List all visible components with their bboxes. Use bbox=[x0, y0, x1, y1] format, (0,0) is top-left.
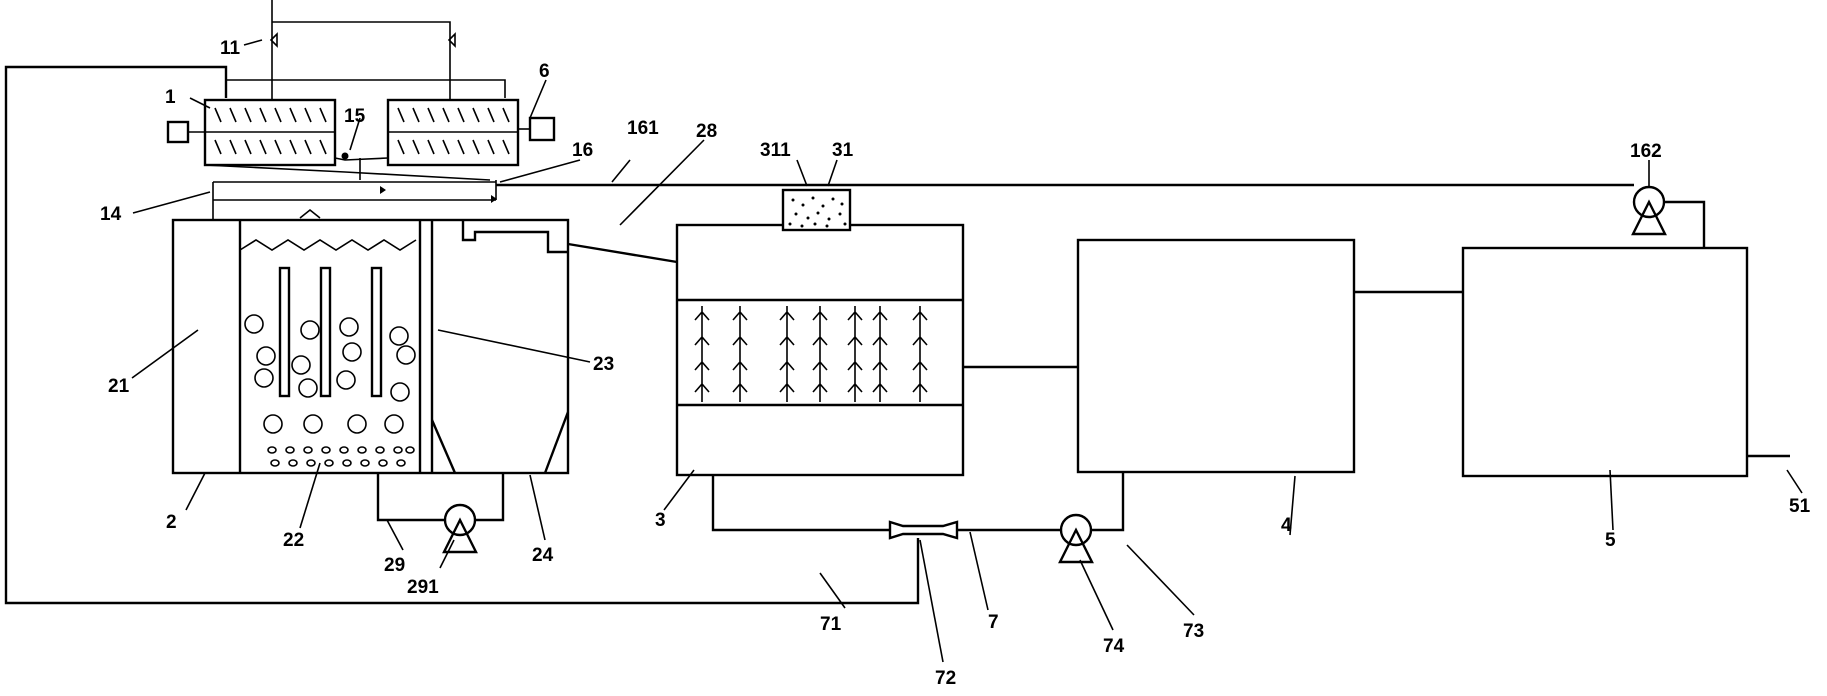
label-74: 74 bbox=[1103, 636, 1125, 657]
label-71: 71 bbox=[820, 614, 842, 635]
reactor-unit-left bbox=[203, 98, 337, 167]
label-162: 162 bbox=[1630, 141, 1662, 162]
motor-right-6 bbox=[528, 116, 556, 142]
tank-5 bbox=[1461, 246, 1749, 478]
tank-4 bbox=[1076, 238, 1356, 474]
label-11: 11 bbox=[220, 38, 241, 59]
label-28: 28 bbox=[696, 121, 717, 142]
label-4: 4 bbox=[1281, 515, 1292, 536]
label-5: 5 bbox=[1605, 530, 1616, 551]
leader-lines bbox=[131, 39, 1803, 663]
reactor-unit-right bbox=[386, 98, 520, 167]
pipe-7 bbox=[711, 472, 1125, 564]
label-161: 161 bbox=[627, 118, 659, 139]
recirculation-pipe-29 bbox=[376, 473, 505, 554]
label-22: 22 bbox=[283, 530, 304, 551]
label-24: 24 bbox=[532, 545, 554, 566]
label-14: 14 bbox=[100, 204, 122, 225]
label-15: 15 bbox=[344, 106, 366, 127]
label-72: 72 bbox=[935, 668, 956, 689]
filter-31 bbox=[781, 188, 852, 232]
motor-left bbox=[166, 120, 190, 144]
label-31: 31 bbox=[832, 140, 854, 161]
labels: 1 6 11 14 15 16 161 162 2 21 22 23 24 28… bbox=[100, 38, 1811, 689]
label-21: 21 bbox=[108, 376, 130, 397]
label-3: 3 bbox=[655, 510, 666, 531]
gas-outlet-pipes-11 bbox=[226, 0, 506, 100]
label-7: 7 bbox=[988, 612, 999, 633]
label-16: 16 bbox=[572, 140, 593, 161]
label-23: 23 bbox=[593, 354, 614, 375]
label-311: 311 bbox=[760, 140, 791, 161]
tank-2 bbox=[171, 208, 570, 475]
return-pipe-71 bbox=[4, 65, 920, 605]
label-29: 29 bbox=[384, 555, 405, 576]
label-6: 6 bbox=[539, 61, 550, 82]
label-1: 1 bbox=[165, 87, 176, 108]
label-2: 2 bbox=[166, 512, 177, 533]
connection-pipes-14-15-16 bbox=[204, 152, 497, 232]
label-73: 73 bbox=[1183, 621, 1204, 642]
label-291: 291 bbox=[407, 577, 439, 598]
biofilm-carriers bbox=[694, 306, 928, 402]
pipe-28 bbox=[567, 242, 678, 264]
tank-3 bbox=[675, 223, 965, 477]
label-51: 51 bbox=[1789, 496, 1811, 517]
aerator-22 bbox=[267, 446, 415, 467]
